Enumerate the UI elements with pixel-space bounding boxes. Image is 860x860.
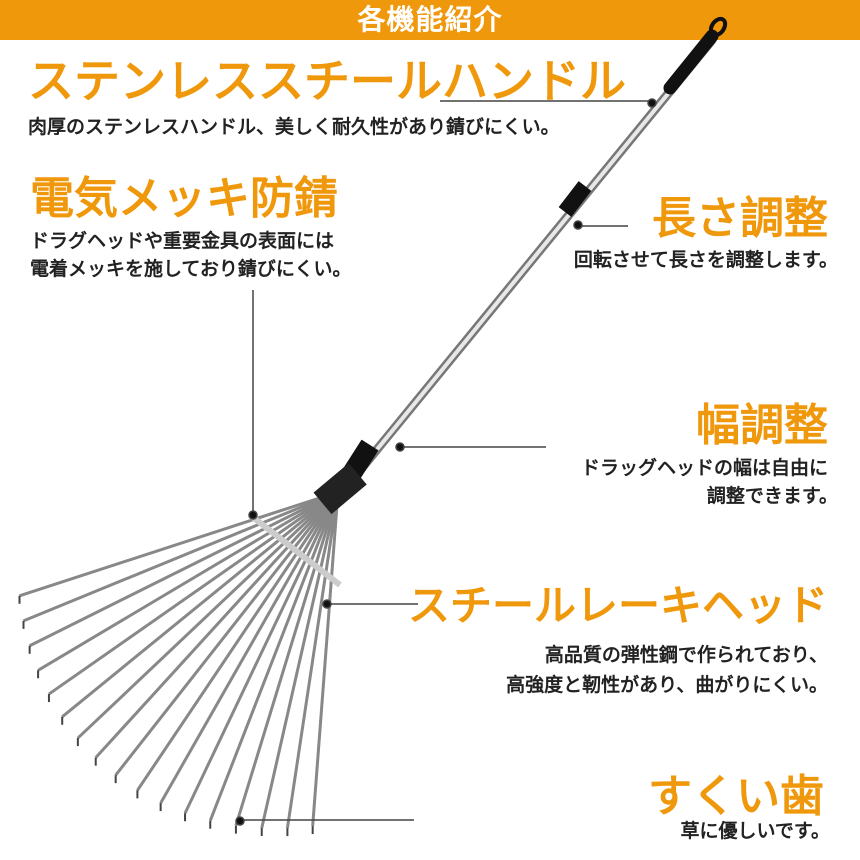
- head-plate: [313, 463, 367, 515]
- feature-desc-electroplating-2: 電着メッキを施しており錆びにくい。: [30, 259, 352, 280]
- feature-title-electroplating: 電気メッキ防錆: [30, 174, 338, 223]
- rake-tines: [18, 490, 340, 837]
- rake-tine: [22, 490, 339, 623]
- rake-tine: [61, 490, 339, 718]
- feature-desc-scoop-teeth: 草に優しいです。: [680, 821, 830, 842]
- rake-tine: [48, 490, 339, 696]
- feature-desc-width-adjust-1: ドラッグヘッドの幅は自由に: [580, 458, 828, 479]
- feature-title-stainless-handle: ステンレススチールハンドル: [28, 55, 626, 107]
- callout-dot-length: [573, 220, 583, 230]
- hang-loop: [708, 16, 728, 38]
- feature-desc-steel-rake-head-1: 高品質の弾性鋼で作られており、: [544, 645, 828, 666]
- rake-tine: [260, 491, 340, 829]
- rake-tine: [37, 490, 339, 672]
- feature-desc-width-adjust-2: 調整できます。: [706, 486, 838, 507]
- rake-tine: [311, 491, 340, 827]
- rake-tine: [28, 490, 339, 648]
- callout-dot-teeth: [235, 816, 245, 826]
- feature-title-steel-rake-head: スチールレーキヘッド: [407, 582, 828, 629]
- length-adjust-collar: [558, 181, 592, 217]
- callout-dot-width: [395, 442, 405, 452]
- rake-tine: [76, 490, 340, 740]
- rake-tine: [136, 491, 340, 792]
- rake-tine: [159, 491, 340, 804]
- feature-title-length-adjust: 長さ調整: [652, 194, 828, 243]
- callout-lines: [235, 98, 657, 826]
- feature-desc-steel-rake-head-2: 高強度と靭性があり、曲がりにくい。: [506, 675, 828, 696]
- rake-tine: [94, 490, 340, 759]
- feature-desc-length-adjust: 回転させて長さを調整します。: [573, 250, 838, 271]
- feature-desc-stainless-handle: 肉厚のステンレスハンドル、美しく耐久性があり錆びにくい。: [28, 117, 560, 138]
- rake-tine: [285, 491, 340, 829]
- feature-title-scoop-teeth: すくい歯: [648, 772, 824, 821]
- rake-tine: [234, 491, 340, 827]
- rake-tine: [114, 491, 340, 777]
- feature-title-width-adjust: 幅調整: [696, 401, 828, 450]
- callout-dot-handle: [647, 98, 657, 108]
- rake-tine: [208, 491, 340, 822]
- banner-title: 各機能紹介: [357, 4, 503, 35]
- handle-grip: [663, 29, 719, 95]
- callout-dot-plating: [248, 510, 258, 520]
- callout-dot-head: [322, 599, 332, 609]
- rake-handle-highlight: [350, 38, 714, 482]
- feature-desc-electroplating-1: ドラグヘッドや重要金具の表面には: [30, 231, 335, 252]
- tine-bar: [248, 512, 342, 588]
- rake-tine: [183, 491, 340, 814]
- rake-tine: [19, 490, 339, 598]
